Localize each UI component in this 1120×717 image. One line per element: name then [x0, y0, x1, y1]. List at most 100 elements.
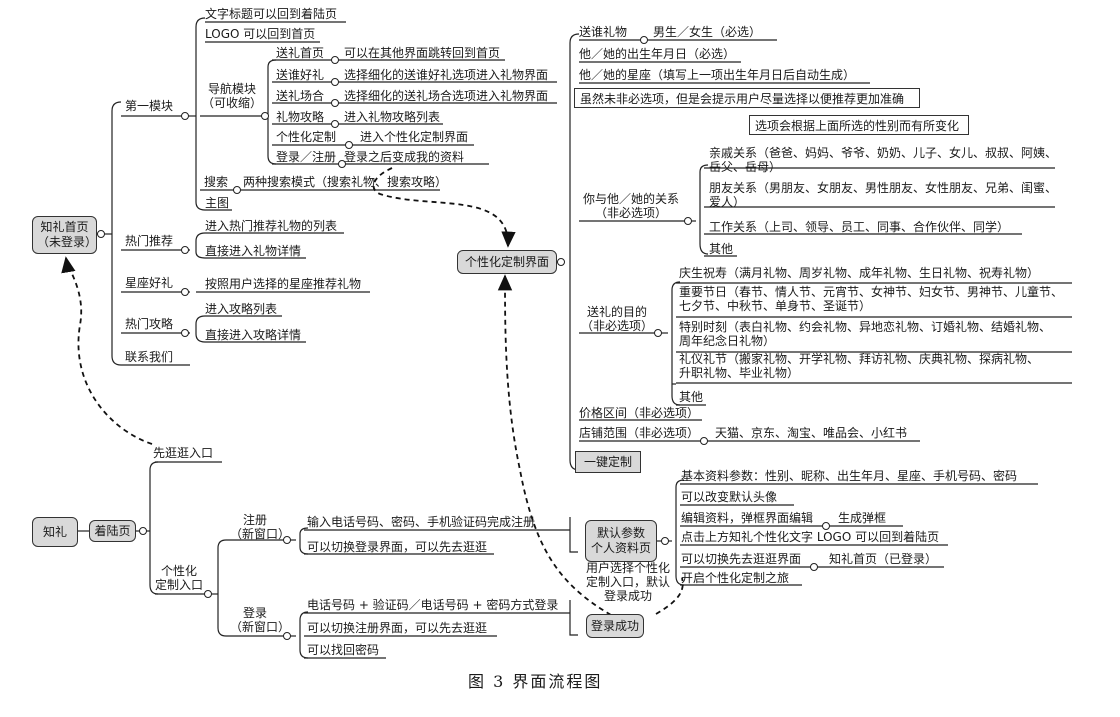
custom-entry: 个性化定制入口 — [154, 564, 203, 592]
search-desc: 两种搜索模式（搜索礼物、搜索攻略） — [243, 175, 448, 189]
figure-caption: 图 3 界面流程图 — [468, 672, 603, 691]
relation-option: 亲戚关系（爸爸、妈妈、爷爷、奶奶、儿子、女儿、叔叔、阿姨、岳父、岳母） — [709, 146, 1058, 174]
relation-item: 你与他／她的关系（非必选项） — [582, 192, 679, 220]
profile-item: 编辑资料，弹框界面编辑 — [681, 511, 814, 525]
zodiac-desc: 按照用户选择的星座推荐礼物 — [205, 277, 362, 291]
who-item: 送谁礼物 — [579, 25, 628, 39]
nav-item-desc: 选择细化的送谁好礼选项进入礼物界面 — [344, 68, 549, 82]
register-node: 注册（新窗口） — [230, 513, 291, 541]
nav-item-label: 送礼场合 — [276, 89, 325, 103]
purpose-option: 重要节日（春节、情人节、元宵节、女神节、妇女节、男神节、儿童节、七夕节、中秋节、… — [679, 285, 1064, 313]
relation-option: 其他 — [709, 242, 734, 256]
register-item: 可以切换登录界面，可以先去逛逛 — [307, 540, 488, 554]
connector-knob-shop — [700, 437, 708, 445]
shop-item: 店铺范围（非必选项） — [579, 426, 700, 440]
login-success-note: 用户选择个性化定制入口，默认登录成功 — [585, 561, 670, 603]
login-item: 可以切换注册界面，可以先去逛逛 — [307, 621, 488, 635]
hot-guide-item: 进入攻略列表 — [205, 302, 278, 316]
connector-knob-nav — [261, 112, 269, 120]
module-zodiac: 星座好礼 — [125, 276, 174, 290]
purpose-option: 其他 — [679, 390, 704, 404]
title-text-item: 文字标题可以回到着陆页 — [205, 7, 338, 21]
register-item: 输入电话号码、密码、手机验证码完成注册 — [307, 515, 536, 529]
connector-knob-relation — [684, 217, 692, 225]
connector-knob-landing — [139, 527, 147, 535]
connector-knob-switch — [810, 563, 818, 571]
connector-knob-entry — [204, 590, 212, 598]
login-success-node: 登录成功 — [586, 614, 644, 638]
who-desc: 男生／女生（必选） — [653, 25, 762, 39]
popup-desc: 生成弹框 — [838, 511, 887, 525]
shop-desc: 天猫、京东、淘宝、唯品会、小红书 — [715, 426, 908, 440]
connector-knob-first — [181, 112, 189, 120]
main-image-item: 主图 — [205, 196, 230, 210]
module-hot-rec: 热门推荐 — [125, 234, 174, 248]
connector-knob-hot-rec — [181, 246, 189, 254]
module-hot-guide: 热门攻略 — [125, 317, 174, 331]
relation-option: 朋友关系（男朋友、女朋友、男性朋友、女性朋友、兄弟、闺蜜、爱人） — [709, 181, 1058, 209]
nav-module-item: 导航模块（可收缩） — [201, 82, 262, 110]
nav-item-label: 送礼首页 — [276, 46, 325, 60]
connector-knob-hot-guide — [181, 329, 189, 337]
browse-entry: 先逛逛入口 — [153, 446, 214, 460]
landing-app-node: 知礼 — [32, 517, 78, 547]
profile-item: 开启个性化定制之旅 — [681, 571, 790, 585]
connector-knob-profile — [661, 537, 669, 545]
purpose-option: 特别时刻（表白礼物、约会礼物、异地恋礼物、订婚礼物、结婚礼物、周年纪念日礼物） — [679, 320, 1052, 348]
nav-item-label: 礼物攻略 — [276, 110, 325, 124]
connector-knob-custom — [557, 258, 565, 266]
sign-item: 他／她的星座（填写上一项出生年月日后自动生成） — [579, 68, 856, 82]
connector-knob-edit — [822, 522, 830, 530]
connector-knob-n3 — [331, 99, 339, 107]
hot-rec-item: 直接进入礼物详情 — [205, 244, 302, 258]
login-node: 登录（新窗口） — [230, 606, 291, 634]
login-item: 电话号码 + 验证码／电话号码 + 密码方式登录 — [307, 598, 559, 612]
relation-option: 工作关系（上司、领导、员工、同事、合作伙伴、同学） — [709, 220, 1010, 234]
home-logged-desc: 知礼首页（已登录） — [829, 552, 938, 566]
hot-guide-item: 直接进入攻略详情 — [205, 328, 302, 342]
nav-item-desc: 进入礼物攻略列表 — [344, 110, 441, 124]
connector-knob-register — [283, 536, 291, 544]
connector-knob-search — [233, 186, 241, 194]
connector-knob-purpose — [654, 329, 662, 337]
purpose-option: 庆生祝寿（满月礼物、周岁礼物、成年礼物、生日礼物、祝寿礼物） — [679, 266, 1040, 280]
landing-page-node: 着陆页 — [89, 520, 136, 542]
nav-item-desc: 登录之后变成我的资料 — [344, 150, 465, 164]
connector-knob-n6 — [338, 160, 346, 168]
nav-item-desc: 选择细化的送礼场合选项进入礼物界面 — [344, 89, 549, 103]
connector-knob-who — [640, 36, 648, 44]
purpose-item: 送礼的目的（非必选项） — [580, 305, 653, 333]
search-item: 搜索 — [204, 175, 229, 189]
profile-item: 可以改变默认头像 — [681, 490, 778, 504]
profile-node: 默认参数个人资料页 — [585, 520, 657, 562]
login-item: 可以找回密码 — [307, 643, 380, 657]
profile-item: 点击上方知礼个性化文字 LOGO 可以回到着陆页 — [681, 530, 940, 544]
hot-rec-item: 进入热门推荐礼物的列表 — [205, 219, 338, 233]
note-optional: 虽然未非必选项，但是会提示用户尽量选择以便推荐更加准确 — [574, 88, 920, 108]
connector-knob-n4 — [331, 120, 339, 128]
nav-item-desc: 进入个性化定制界面 — [360, 130, 469, 144]
connector-knob-zodiac — [181, 288, 189, 296]
nav-item-desc: 可以在其他界面跳转回到首页 — [344, 46, 501, 60]
purpose-option: 礼仪礼节（搬家礼物、开学礼物、拜访礼物、庆典礼物、探病礼物、升职礼物、毕业礼物） — [679, 352, 1040, 380]
nav-item-label: 登录／注册 — [276, 150, 337, 164]
module-contact: 联系我们 — [125, 350, 174, 364]
nav-item-label: 送谁好礼 — [276, 68, 325, 82]
connector-knob-n1 — [331, 56, 339, 64]
note-gender: 选项会根据上面所选的性别而有所变化 — [749, 115, 969, 135]
price-item: 价格区间（非必选项） — [579, 406, 700, 420]
connector-knob-n5 — [345, 141, 353, 149]
profile-item: 基本资料参数：性别、昵称、出生年月、星座、手机号码、密码 — [681, 469, 1018, 483]
module-first: 第一模块 — [125, 99, 174, 113]
connector-knob-login — [283, 632, 291, 640]
logo-item: LOGO 可以回到首页 — [205, 27, 316, 41]
profile-item: 可以切换先去逛逛界面 — [681, 552, 802, 566]
custom-page-node: 个性化定制界面 — [457, 250, 557, 274]
nav-item-label: 个性化定制 — [276, 130, 337, 144]
birthday-item: 他／她的出生年月日（必选） — [579, 47, 736, 61]
home-node: 知礼首页（未登录） — [32, 216, 97, 254]
one-click-node: 一键定制 — [575, 451, 641, 473]
connector-knob-home — [97, 230, 105, 238]
connector-knob-n2 — [331, 78, 339, 86]
